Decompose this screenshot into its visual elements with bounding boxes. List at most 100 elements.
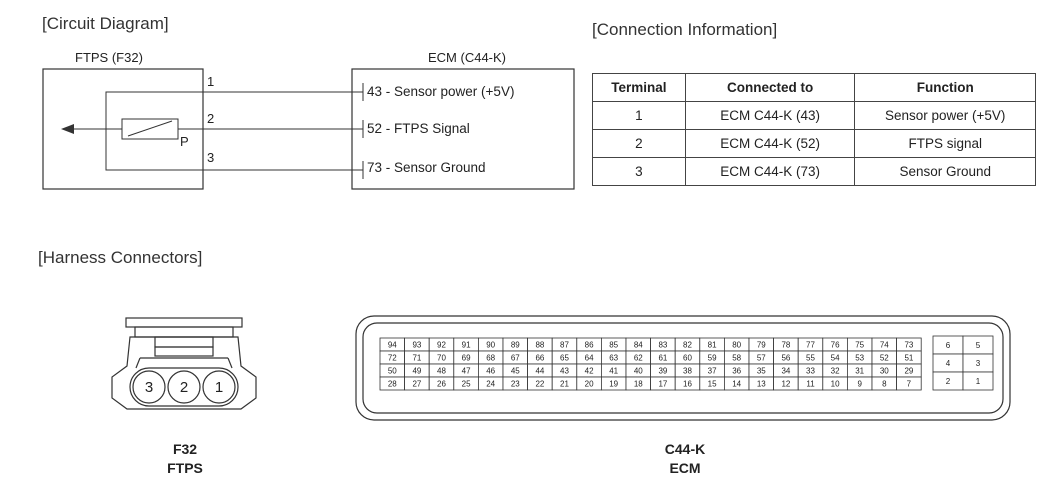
ecm-pin-label: 88 xyxy=(535,341,544,350)
ecm-pin-73-label: 73 - Sensor Ground xyxy=(367,160,486,175)
ecm-pin-label: 51 xyxy=(904,354,913,363)
table-row: 1 ECM C44-K (43) Sensor power (+5V) xyxy=(592,101,1036,130)
connection-information-title: [Connection Information] xyxy=(592,20,778,39)
ecm-pin-label: 7 xyxy=(907,380,912,389)
ecm-connector-caption: C44-K ECM xyxy=(625,440,745,478)
sensor-pin-3-label: 3 xyxy=(207,150,215,165)
ecm-pin-label: 32 xyxy=(831,367,840,376)
table-header-row: Terminal Connected to Function xyxy=(592,73,1036,102)
ecm-pin-label: 74 xyxy=(880,341,889,350)
ftps-pin-1 xyxy=(202,370,236,404)
ecm-pin-label: 86 xyxy=(585,341,594,350)
ecm-pin-label: 40 xyxy=(634,367,643,376)
sensor-inner-loop xyxy=(105,91,204,171)
ecm-side-pin-cell xyxy=(962,371,994,391)
ftps-caption-code: F32 xyxy=(172,441,198,457)
ecm-pin-cell xyxy=(896,376,922,391)
table-header: Terminal xyxy=(592,73,686,102)
ecm-pin-label: 60 xyxy=(683,354,692,363)
ecm-pin-label: 84 xyxy=(634,341,643,350)
ecm-pin-label: 75 xyxy=(855,341,864,350)
ftps-pin-label: 3 xyxy=(145,379,153,396)
ecm-pin-label: 46 xyxy=(486,367,495,376)
table-row: 2 ECM C44-K (52) FTPS signal xyxy=(592,129,1036,158)
ecm-pin-label: 34 xyxy=(781,367,790,376)
ecm-pin-label: 64 xyxy=(585,354,594,363)
ecm-pin-label: 83 xyxy=(658,341,667,350)
table-cell: ECM C44-K (73) xyxy=(684,157,856,186)
ecm-pin-label: 82 xyxy=(683,341,692,350)
ecm-pin-label: 93 xyxy=(412,341,421,350)
ecm-pin-label: 50 xyxy=(388,367,397,376)
sensor-symbol-label: P xyxy=(180,134,189,149)
ecm-pin-label: 59 xyxy=(708,354,717,363)
ecm-pin-label: 18 xyxy=(634,380,643,389)
ftps-pin-label: 2 xyxy=(180,379,188,396)
table-cell: Sensor Ground xyxy=(854,157,1036,186)
ecm-pin-label: 89 xyxy=(511,341,520,350)
ecm-pin-label: 17 xyxy=(658,380,667,389)
table-header: Function xyxy=(854,73,1036,102)
sensor-pin-1-label: 1 xyxy=(207,74,215,89)
ecm-pin-label: 39 xyxy=(658,367,667,376)
ecm-side-pin-label: 6 xyxy=(946,341,951,350)
ecm-pin-label: 42 xyxy=(585,367,594,376)
ecm-pin-label: 73 xyxy=(904,341,913,350)
ecm-pin-label: 24 xyxy=(486,380,495,389)
ecm-pin-label: 76 xyxy=(831,341,840,350)
ecm-pin-label: 29 xyxy=(904,367,913,376)
connection-table: Terminal Connected to Function 1 ECM C44… xyxy=(592,73,1036,186)
ecm-pin-label: 22 xyxy=(535,380,544,389)
ecm-pin-label: 8 xyxy=(882,380,887,389)
ecm-pin-label: 37 xyxy=(708,367,717,376)
ecm-side-pin-label: 4 xyxy=(946,359,951,368)
ecm-pin-label: 66 xyxy=(535,354,544,363)
harness-connectors-title: [Harness Connectors] xyxy=(38,248,203,267)
ecm-pin-label: 13 xyxy=(757,380,766,389)
ecm-pin-label: 92 xyxy=(437,341,446,350)
ecm-pin-label: 44 xyxy=(535,367,544,376)
ecm-pin-label: 52 xyxy=(880,354,889,363)
ecm-pin-label: 53 xyxy=(855,354,864,363)
ecm-connector-inner xyxy=(362,322,1004,414)
ecm-pin-label: 31 xyxy=(855,367,864,376)
ecm-pin-label: 12 xyxy=(781,380,790,389)
sensor-label: FTPS (F32) xyxy=(75,50,143,65)
signal-arrow-icon xyxy=(61,124,74,134)
ecm-pin-label: 79 xyxy=(757,341,766,350)
table-cell: 3 xyxy=(592,157,686,186)
ecm-side-pin-label: 2 xyxy=(946,377,951,386)
ecm-pin-label: 62 xyxy=(634,354,643,363)
ecm-pin-label: 19 xyxy=(609,380,618,389)
circuit-diagram xyxy=(42,68,575,190)
ecm-pin-52-label: 52 - FTPS Signal xyxy=(367,121,470,136)
table-row: 3 ECM C44-K (73) Sensor Ground xyxy=(592,157,1036,186)
ecm-pin-label: 69 xyxy=(462,354,471,363)
ecm-pin-label: 38 xyxy=(683,367,692,376)
table-cell: ECM C44-K (43) xyxy=(684,101,856,130)
ecm-pin-label: 71 xyxy=(412,354,421,363)
ftps-caption-name: FTPS xyxy=(167,460,203,476)
ecm-pin-label: 33 xyxy=(806,367,815,376)
ecm-pin-label: 9 xyxy=(857,380,862,389)
table-cell: ECM C44-K (52) xyxy=(684,129,856,158)
ecm-pin-label: 30 xyxy=(880,367,889,376)
table-cell: 1 xyxy=(592,101,686,130)
ecm-side-pin-label: 1 xyxy=(976,377,981,386)
ftps-pin-3 xyxy=(132,370,166,404)
ecm-pin-label: 56 xyxy=(781,354,790,363)
ecm-pin-label: 61 xyxy=(658,354,667,363)
ecm-pin-label: 65 xyxy=(560,354,569,363)
ecm-pin-label: 23 xyxy=(511,380,520,389)
ecm-pin-label: 14 xyxy=(732,380,741,389)
ecm-pin-label: 63 xyxy=(609,354,618,363)
ecm-pin-label: 28 xyxy=(388,380,397,389)
ftps-pin-label: 1 xyxy=(215,379,223,396)
ecm-pin-label: 41 xyxy=(609,367,618,376)
ecm-pin-label: 11 xyxy=(806,380,815,389)
ecm-pin-label: 43 xyxy=(560,367,569,376)
ecm-pin-label: 58 xyxy=(732,354,741,363)
ecm-pin-label: 48 xyxy=(437,367,446,376)
